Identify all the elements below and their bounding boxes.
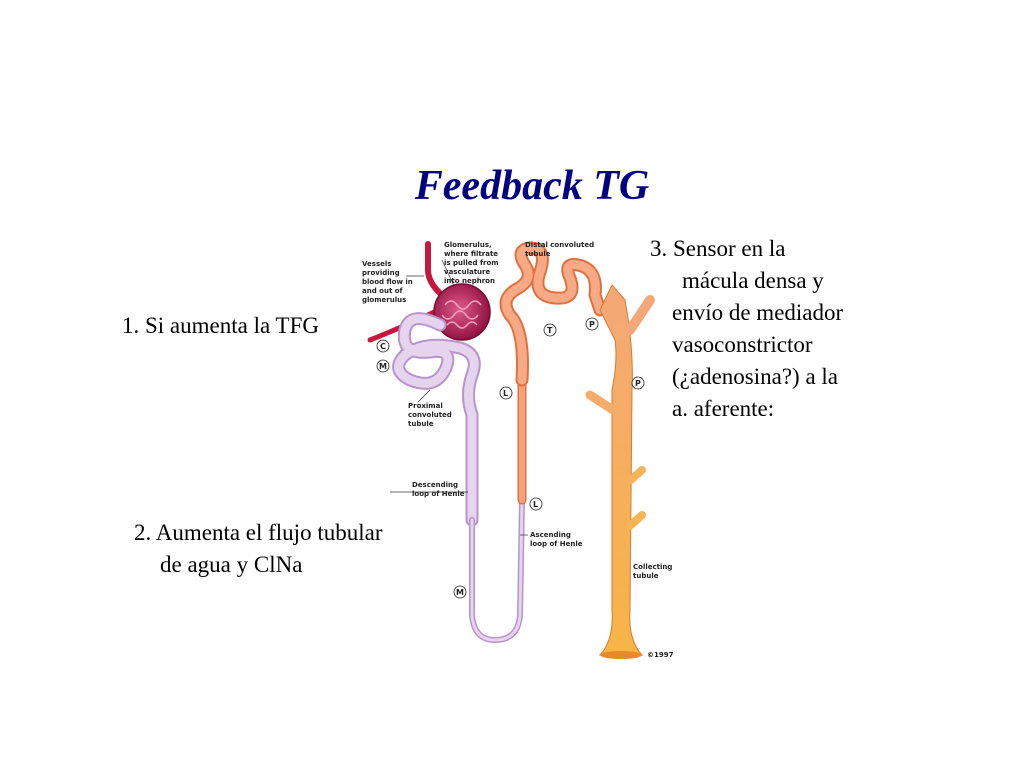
marker-c: C [376,339,390,353]
svg-text:P: P [589,320,595,329]
svg-text:L: L [533,500,538,509]
svg-text:M: M [379,362,387,371]
proximal-tubule [392,312,481,527]
point-3-line-3: envío de mediador [672,300,844,325]
pointer-lines [390,259,528,536]
marker-m-lower: M [453,585,467,599]
label-vessels: Vessels providing blood flow in and out … [362,260,415,304]
label-distal: Distal convoluted tubule [525,241,597,258]
diagram-labels: Vessels providing blood flow in and out … [362,241,675,659]
marker-l-lower: L [529,497,543,511]
label-ascending: Ascending loop of Henle [530,531,583,548]
point-2: 2. Aumenta el flujo tubular de agua y Cl… [134,517,382,581]
distal-tubule [499,241,607,387]
point-3-line-4: vasoconstrictor [672,332,813,357]
label-descending: Descending loop of Henle [412,481,465,498]
point-3-line-5: (¿adenosina?) a la [672,364,839,389]
loop-of-henle [469,375,527,644]
svg-text:T: T [547,326,553,335]
point-3-line-2: mácula densa y [682,268,824,293]
svg-text:L: L [503,389,508,398]
svg-text:P: P [635,379,641,388]
svg-text:C: C [380,342,386,351]
marker-t: T [543,323,557,337]
point-3-line-6: a. aferente: [672,396,775,421]
marker-m-upper: M [376,359,390,373]
point-2-line-2: de agua y ClNa [160,552,303,577]
point-1: 1. Si aumenta la TFG [122,310,319,342]
region-markers: C M T P P L L [376,317,645,599]
label-copyright: ©1997 [647,651,674,659]
marker-l-upper: L [499,386,513,400]
collecting-tubule [585,284,655,659]
glomerulus [433,283,491,341]
marker-p-lower: P [631,376,645,390]
point-3-line-1: 3. Sensor en la [650,236,786,261]
nephron-diagram: Vessels providing blood flow in and out … [362,241,675,659]
label-proximal: Proximal convoluted tubule [408,402,454,428]
point-2-line-1: 2. Aumenta el flujo tubular [134,520,383,545]
slide-title: Feedback TG [414,163,650,209]
point-1-text: 1. Si aumenta la TFG [122,313,319,338]
point-3: 3. Sensor en la mácula densa y envío de … [650,233,843,425]
marker-p-upper: P [585,317,599,331]
svg-text:M: M [456,588,464,597]
label-glomerulus: Glomerulus, where filtrate is pulled fro… [444,241,501,285]
label-collecting: Collecting tubule [633,563,675,580]
